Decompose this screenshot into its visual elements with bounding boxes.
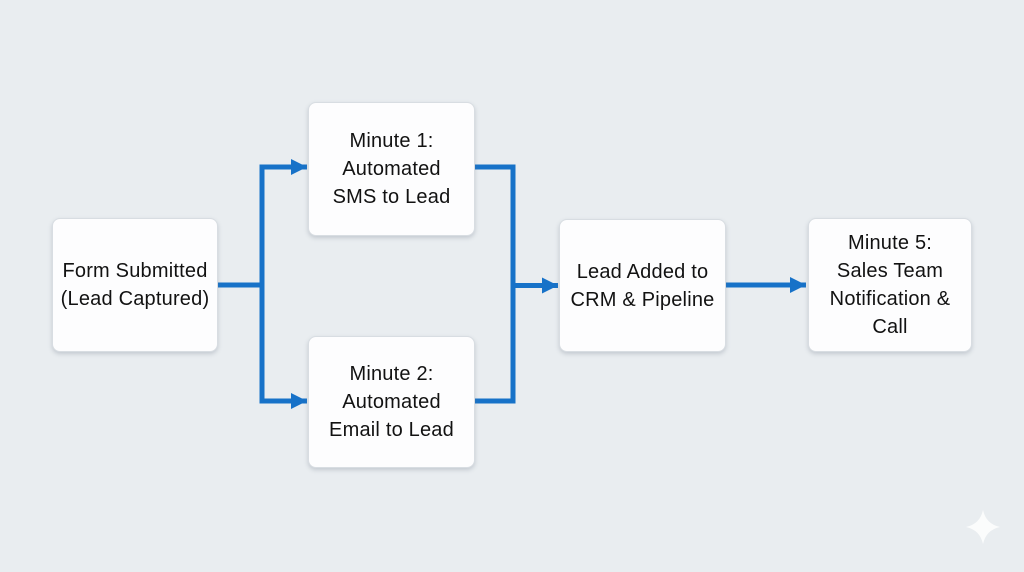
sparkle-icon	[966, 510, 1000, 544]
node-minute-1-sms-label: Minute 1: Automated SMS to Lead	[332, 130, 451, 208]
node-minute-5-sales: Minute 5: Sales Team Notification & Call	[808, 218, 972, 352]
connector-split	[215, 158, 307, 410]
node-minute-5-sales-label: Minute 5: Sales Team Notification & Call	[829, 232, 951, 338]
node-minute-2-email-label: Minute 2: Automated Email to Lead	[329, 363, 454, 441]
node-lead-added-crm-label: Lead Added to CRM & Pipeline	[570, 260, 715, 311]
node-minute-1-sms: Minute 1: Automated SMS to Lead	[308, 102, 475, 236]
connector-merge	[472, 164, 558, 404]
node-form-submitted-label: Form Submitted (Lead Captured)	[60, 260, 210, 310]
node-lead-added-crm: Lead Added to CRM & Pipeline	[559, 219, 726, 352]
node-form-submitted: Form Submitted (Lead Captured)	[52, 218, 218, 352]
node-minute-2-email: Minute 2: Automated Email to Lead	[308, 336, 475, 468]
